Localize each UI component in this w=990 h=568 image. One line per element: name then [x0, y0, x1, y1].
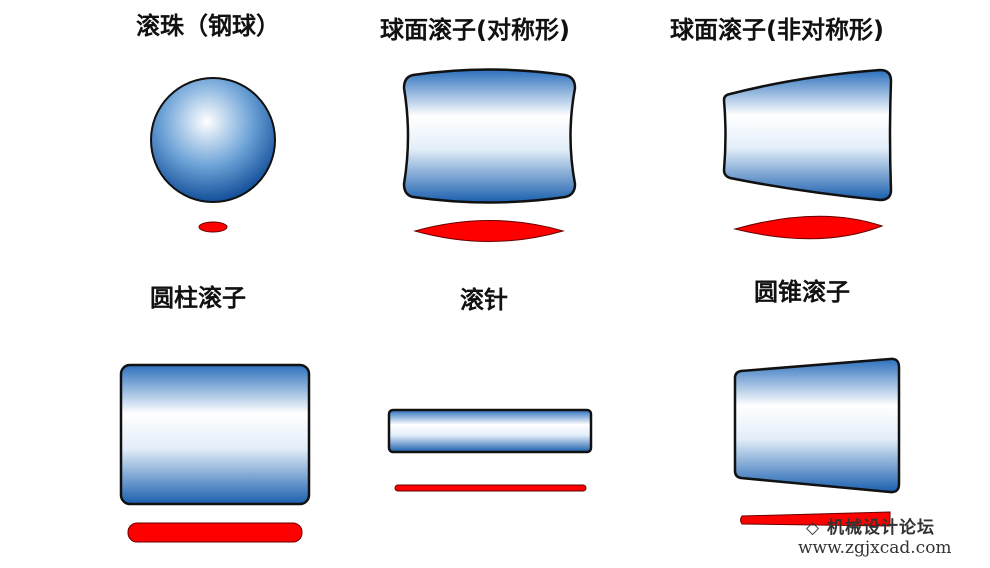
spherical-asymmetric-contact-area	[733, 215, 884, 240]
tapered-contact-area	[740, 511, 891, 527]
tapered-shape	[733, 357, 901, 494]
tapered-title: 圆锥滚子	[754, 278, 850, 306]
ball-contact-area	[198, 221, 228, 233]
ball-shape	[150, 77, 276, 203]
cylindrical-contact-area	[127, 522, 303, 543]
spherical-symmetric-title: 球面滚子(对称形)	[380, 16, 570, 44]
spherical-asymmetric-title: 球面滚子(非对称形)	[670, 16, 884, 44]
needle-title: 滚针	[460, 286, 508, 314]
cylindrical-shape	[119, 363, 311, 506]
spherical-symmetric-shape	[402, 68, 577, 204]
watermark-logo: ◇ 机械设计论坛	[806, 518, 935, 538]
cylindrical-title: 圆柱滚子	[150, 284, 246, 312]
needle-contact-area	[394, 484, 587, 492]
spherical-asymmetric-shape	[722, 68, 893, 202]
watermark-url: www.zgjxcad.com	[798, 538, 952, 558]
ball-title: 滚珠（钢球）	[136, 12, 280, 40]
spherical-symmetric-contact-area	[413, 220, 565, 242]
needle-shape	[387, 408, 593, 454]
